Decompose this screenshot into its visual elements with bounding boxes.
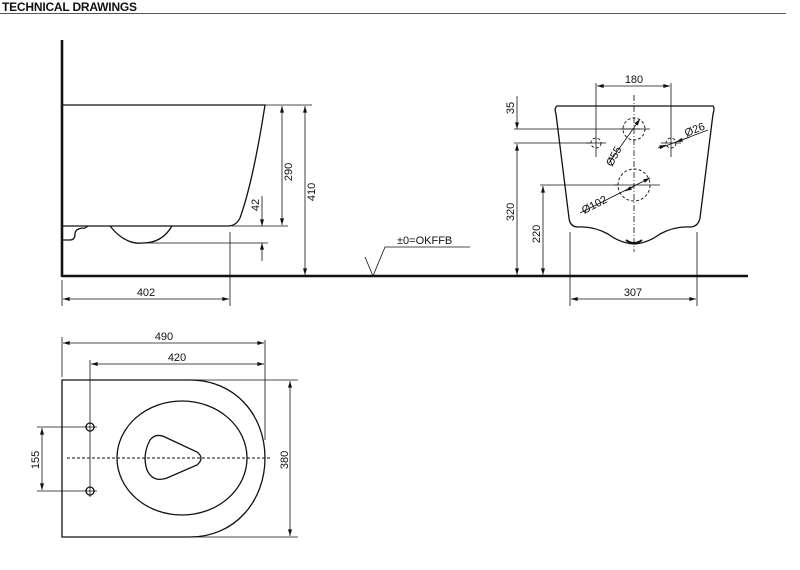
dim-320: 320 bbox=[505, 203, 517, 221]
section-title: TECHNICAL DRAWINGS bbox=[2, 0, 137, 14]
floor-reference-symbol bbox=[364, 246, 470, 278]
outlet-arc bbox=[109, 225, 173, 244]
bracket-outline bbox=[63, 225, 89, 241]
top-view: 490 420 380 155 bbox=[30, 331, 298, 538]
dim-35: 35 bbox=[505, 102, 517, 114]
title-divider bbox=[0, 13, 786, 14]
side-view: 290 410 42 402 ±0=OKFFB bbox=[60, 40, 748, 306]
dim-307: 307 bbox=[624, 287, 642, 299]
dim-dia-26: Ø26 bbox=[683, 121, 707, 140]
dim-220: 220 bbox=[531, 225, 543, 243]
dim-402: 402 bbox=[137, 287, 155, 299]
dim-180: 180 bbox=[625, 74, 643, 86]
dim-290: 290 bbox=[283, 163, 295, 181]
dim-420: 420 bbox=[168, 352, 186, 364]
floor-reference-label: ±0=OKFFB bbox=[397, 235, 452, 247]
dim-dia-102: Ø102 bbox=[580, 194, 609, 217]
dim-42: 42 bbox=[250, 199, 262, 211]
dim-380: 380 bbox=[279, 451, 291, 469]
dim-dia-55: Ø55 bbox=[604, 145, 624, 169]
front-view: 180 35 320 220 Ø55 Ø102 Ø26 307 bbox=[505, 74, 715, 306]
dim-490: 490 bbox=[155, 331, 173, 343]
drain-opening bbox=[144, 434, 202, 481]
dim-410: 410 bbox=[306, 183, 318, 201]
dim-155: 155 bbox=[30, 451, 42, 469]
bowl-side-outline bbox=[62, 104, 266, 227]
